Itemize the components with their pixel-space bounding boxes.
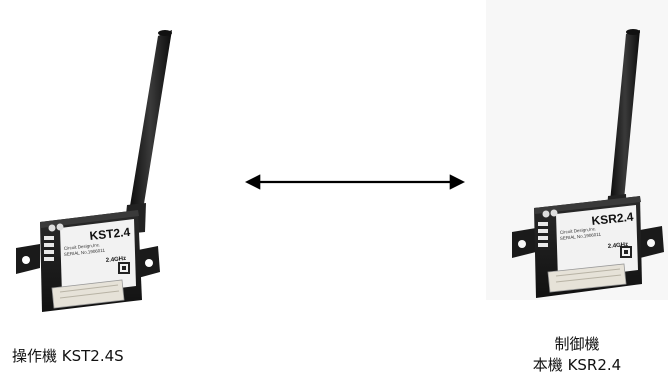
right-caption-line1: 制御機 xyxy=(522,334,632,355)
right-device xyxy=(512,29,664,298)
left-device-caption: 操作機 KST2.4S xyxy=(12,346,124,367)
right-device-caption: 制御機 本機 KSR2.4 xyxy=(522,334,632,376)
left-device xyxy=(16,30,172,312)
right-antenna xyxy=(606,29,640,224)
right-caption-line2: 本機 KSR2.4 xyxy=(522,355,632,376)
left-antenna xyxy=(124,30,172,234)
